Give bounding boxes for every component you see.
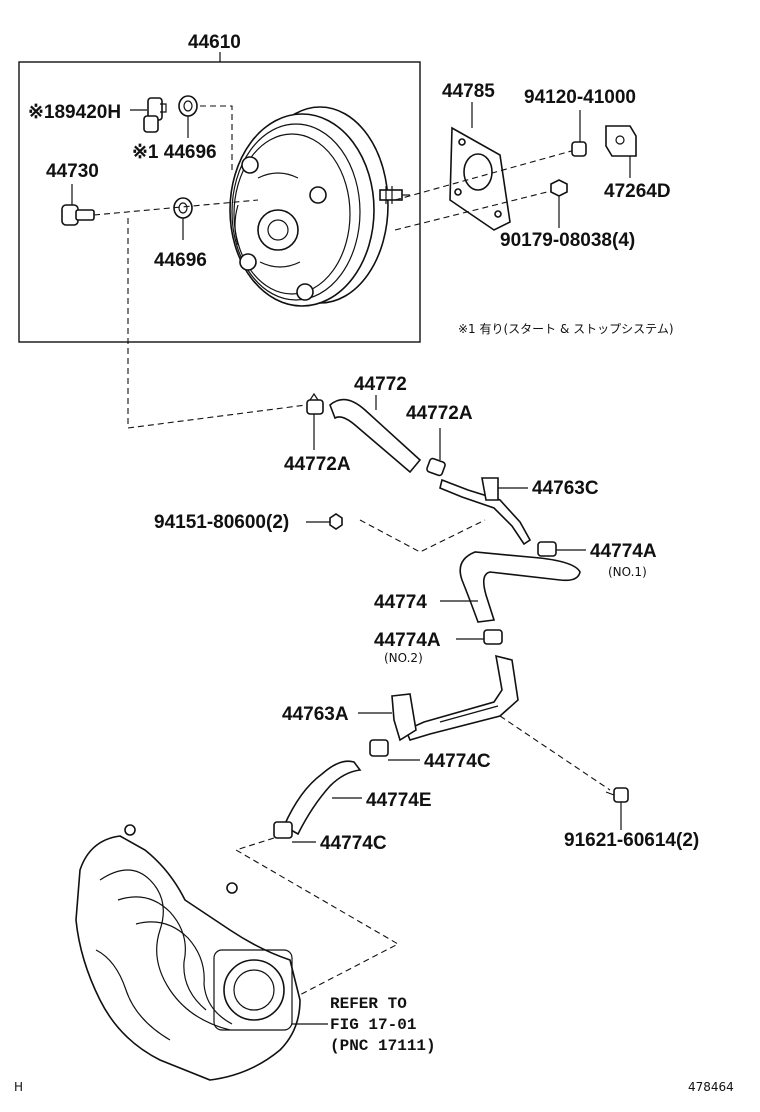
grommet-44696-bottom — [173, 197, 193, 219]
label-44774E: 44774E — [366, 790, 432, 811]
nut-90179 — [550, 179, 568, 197]
gasket-44785 — [449, 126, 511, 231]
bolt-91621 — [605, 787, 629, 803]
intake-manifold — [75, 824, 301, 1081]
hose-44774E — [282, 760, 362, 836]
label-44763C: 44763C — [532, 478, 599, 499]
clamp-44774C-lower — [273, 821, 293, 839]
vacuum-sensor-89420H — [143, 97, 167, 133]
label-94120-41000: 94120-41000 — [524, 87, 636, 108]
label-44696-bottom: 44696 — [154, 250, 207, 271]
label-44696-top: ※1 44696 — [132, 142, 217, 163]
refer-line-3: (PNC 17111) — [330, 1037, 436, 1055]
label-44610: 44610 — [188, 32, 241, 53]
footer-right: 478464 — [688, 1080, 734, 1094]
label-90179-08038: 90179-08038(4) — [500, 230, 635, 251]
label-47264D: 47264D — [604, 181, 671, 202]
label-44774A-no2-sub: (NO.2) — [384, 651, 423, 665]
label-44763A: 44763A — [282, 704, 349, 725]
label-94151-80600: 94151-80600(2) — [154, 512, 289, 533]
hose-44772 — [329, 398, 422, 474]
check-valve-44730 — [61, 204, 95, 226]
label-44774A-no2: 44774A — [374, 630, 441, 651]
clamp-44774A-no1 — [537, 541, 557, 557]
clamp-44774A-no2 — [483, 629, 503, 645]
label-44730: 44730 — [46, 161, 99, 182]
nut-94120 — [571, 141, 587, 157]
pipe-44763C — [439, 477, 532, 546]
pipe-44763A — [391, 654, 519, 742]
label-89420H: ※189420H — [28, 102, 121, 123]
refer-line-2: FIG 17-01 — [330, 1016, 416, 1034]
clamp-44772A-right — [426, 457, 446, 477]
bolt-94151 — [329, 513, 343, 530]
label-44774A-no1-sub: (NO.1) — [608, 565, 647, 579]
bracket-47264D — [605, 125, 637, 157]
label-91621-60614: 91621-60614(2) — [564, 830, 699, 851]
label-44774: 44774 — [374, 592, 427, 613]
note-start-stop: ※1 有り(スタート & ストップシステム) — [458, 322, 674, 336]
label-44774C-lower: 44774C — [320, 833, 387, 854]
label-44772A-left: 44772A — [284, 454, 351, 475]
label-44774C-upper: 44774C — [424, 751, 491, 772]
clamp-44772A-left — [306, 392, 324, 415]
clamp-44774C-upper — [369, 739, 389, 757]
label-44774A-no1: 44774A — [590, 541, 657, 562]
footer-left: H — [14, 1080, 23, 1094]
label-44785: 44785 — [442, 81, 495, 102]
label-44772: 44772 — [354, 374, 407, 395]
brake-booster — [229, 106, 410, 307]
hose-44774 — [459, 551, 581, 623]
refer-line-1: REFER TO — [330, 995, 407, 1013]
grommet-44696-top — [178, 95, 198, 117]
label-44772A-right: 44772A — [406, 403, 473, 424]
